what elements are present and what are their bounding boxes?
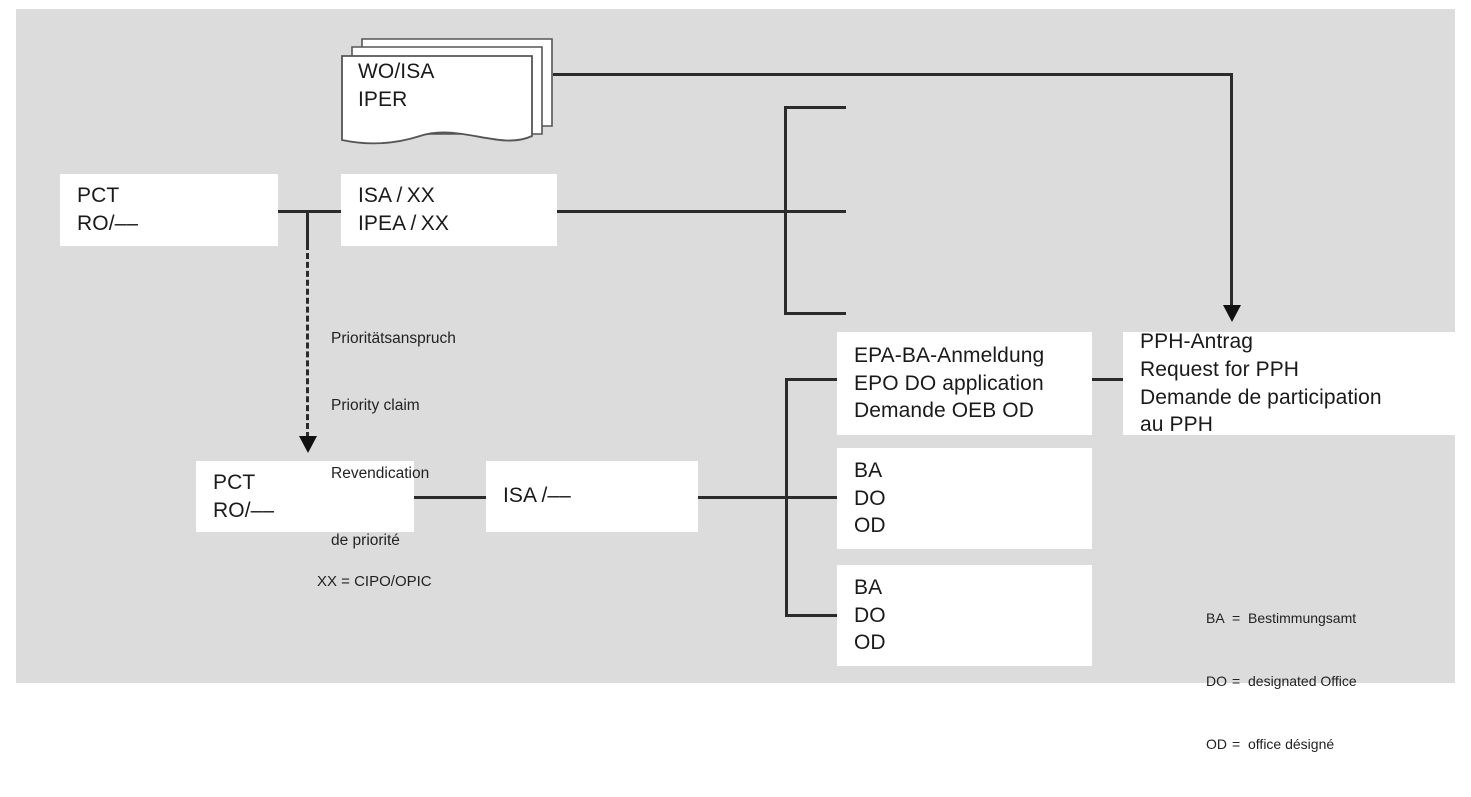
box-pct-ro-bottom[interactable]: PCT RO/–– (196, 461, 414, 532)
wo-isa-iper-document-stack (340, 33, 565, 158)
connector-upper-bracket-stub-middle (784, 210, 846, 213)
wo-isa-iper-label: WO/ISA IPER (358, 58, 538, 114)
box-ba-do-od-1[interactable]: BA DO OD (837, 448, 1092, 549)
ba-do-od-1-line3: OD (854, 514, 886, 538)
isa-blank-line1: ISA /–– (503, 484, 571, 508)
connector-lower-bracket-stub-bottom (785, 614, 839, 617)
priority-claim-line3: Revendication (331, 464, 430, 482)
isa-xx-line1: ISA / XX (358, 184, 435, 208)
ba-do-od-2-line1: BA (854, 575, 883, 599)
arrowhead-priority-claim (299, 436, 317, 453)
pph-line3: Demande de participation (1140, 385, 1382, 409)
ba-do-od-1-line2: DO (854, 486, 886, 510)
connector-isa-to-lower-bracket (697, 496, 837, 499)
connector-lower-bracket-spine (785, 378, 788, 616)
legend-key-ba: BA (1206, 610, 1225, 626)
box-isa-ipea-xx[interactable]: ISA / XX IPEA / XX (341, 174, 557, 246)
connector-priority-dashed (306, 244, 309, 438)
connector-pct-bottom-to-isa (414, 496, 489, 499)
legend-eq-do: = (1232, 673, 1241, 689)
legend-key-do: DO (1206, 673, 1227, 689)
pph-line1: PPH-Antrag (1140, 329, 1254, 353)
xx-abbreviation-note: XX = CIPO/OPIC (317, 573, 432, 590)
epo-do-line3: Demande OEB OD (854, 399, 1034, 423)
ipea-xx-line2: IPEA / XX (358, 212, 450, 235)
connector-priority-stub (306, 210, 309, 244)
pct-top-line2: RO/–– (77, 212, 139, 235)
box-ba-do-od-2[interactable]: BA DO OD (837, 565, 1092, 666)
legend-row-do: DO = designated Office (1206, 671, 1357, 692)
epo-do-line2: EPO DO application (854, 371, 1044, 395)
box-pph-request[interactable]: PPH-Antrag Request for PPH Demande de pa… (1123, 330, 1455, 436)
legend: BA = Bestimmungsamt DO = designated Office O… (1206, 566, 1357, 797)
box-epo-do-application[interactable]: EPA-BA-Anmeldung EPO DO application Dema… (837, 332, 1092, 435)
priority-claim-line1: Prioritätsanspruch (331, 329, 456, 347)
arrowhead-to-pph (1223, 305, 1241, 322)
connector-lower-bracket-stub-top (785, 378, 839, 381)
priority-claim-line2: Priority claim (331, 397, 420, 415)
legend-value-od: office désigné (1248, 736, 1335, 752)
legend-key-od: OD (1206, 736, 1227, 752)
connector-doc-to-pph-vertical (1230, 73, 1233, 307)
priority-claim-annotation: Prioritätsanspruch Priority claim Revend… (331, 283, 456, 598)
iper-label: IPER (358, 88, 408, 111)
connector-pct-to-isa-xx (277, 210, 343, 213)
connector-isa-xx-to-bracket (556, 210, 787, 213)
ba-do-od-1-line1: BA (854, 458, 883, 482)
legend-row-ba: BA = Bestimmungsamt (1206, 608, 1357, 629)
legend-eq-od: = (1232, 736, 1241, 752)
box-pct-ro-top[interactable]: PCT RO/–– (60, 174, 278, 246)
pph-line4: au PPH (1140, 413, 1213, 437)
legend-value-ba: Bestimmungsamt (1248, 610, 1357, 626)
connector-upper-bracket-stub-bottom (784, 312, 846, 315)
ba-do-od-2-line3: OD (854, 631, 886, 655)
legend-eq-ba: = (1232, 610, 1241, 626)
epo-do-line1: EPA-BA-Anmeldung (854, 343, 1045, 367)
legend-value-do: designated Office (1248, 673, 1357, 689)
legend-row-od: OD = office désigné (1206, 734, 1357, 755)
connector-doc-to-pph-horizontal (553, 73, 1233, 76)
priority-claim-line4: de priorité (331, 532, 400, 550)
diagram-canvas: WO/ISA IPER PCT RO/–– ISA / XX IPEA / XX… (16, 9, 1455, 752)
wo-isa-label: WO/ISA (358, 60, 435, 84)
box-isa-blank[interactable]: ISA /–– (486, 461, 698, 532)
connector-epo-do-to-pph (1090, 378, 1125, 381)
pct-bottom-line1: PCT (213, 470, 256, 494)
pph-line2: Request for PPH (1140, 357, 1300, 381)
connector-upper-bracket-stub-top (784, 106, 846, 109)
pct-bottom-line2: RO/–– (213, 498, 275, 522)
pct-top-line1: PCT (77, 184, 120, 208)
ba-do-od-2-line2: DO (854, 603, 886, 627)
